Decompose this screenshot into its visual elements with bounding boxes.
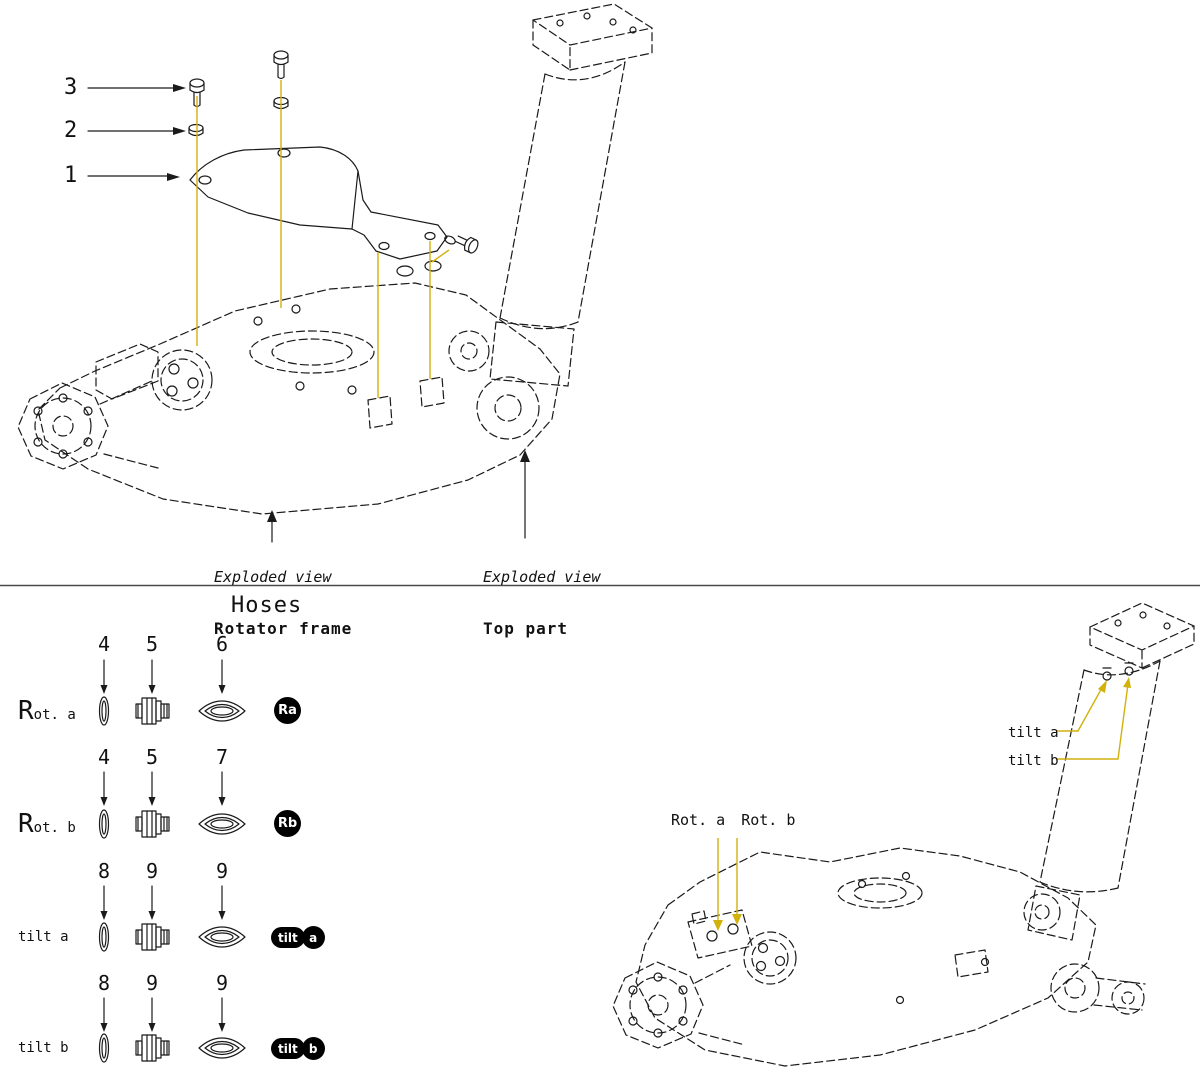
hoses-section-title: Hoses <box>231 593 303 618</box>
row-label-small: ot. b <box>33 820 76 836</box>
mount-plate-and-screws <box>188 50 479 260</box>
part-number: 9 <box>145 859 159 883</box>
part-number: 7 <box>215 745 229 769</box>
part-number: 5 <box>145 632 159 656</box>
part-number: 4 <box>97 745 111 769</box>
part-number: 5 <box>145 745 159 769</box>
part-number: 9 <box>215 971 229 995</box>
leader-lines-assembled <box>713 677 1131 931</box>
row-label-small: ot. a <box>33 707 76 723</box>
caption-rotator-frame-sub: Exploded view <box>214 568 332 586</box>
assembled-rotator-drawing <box>612 602 1195 1067</box>
caption-rotator-frame: Exploded view Rotator frame <box>214 538 352 669</box>
leader-lines-exploded <box>196 80 450 398</box>
hose-badge-ra: Ra <box>274 697 301 724</box>
port-label-tilt-b: tilt b <box>1008 753 1059 769</box>
part-number: 6 <box>215 632 229 656</box>
part-number: 9 <box>145 971 159 995</box>
port-label-rot-a: Rot. a <box>671 811 726 829</box>
hose-badge-tilt-a: tilt a <box>271 926 325 949</box>
callout-arrows <box>87 84 530 543</box>
callout-number-1: 1 <box>64 163 78 188</box>
part-number: 8 <box>97 971 111 995</box>
port-labels-rot: Rot. a Rot. b <box>671 813 795 828</box>
callout-number-2: 2 <box>64 118 78 143</box>
row-label-big: R <box>18 809 34 839</box>
hose-number-arrows <box>99 659 227 1033</box>
port-label-rot-b: Rot. b <box>741 811 796 829</box>
hose-row-label-tilt-b: tilt b <box>18 1040 69 1056</box>
hose-row-label-tilt-a: tilt a <box>18 929 69 945</box>
caption-top-part-sub: Exploded view <box>483 568 601 586</box>
part-number: 9 <box>215 859 229 883</box>
hose-badge-tilt-b: tilt b <box>271 1037 325 1060</box>
row-label-big: R <box>18 696 34 726</box>
callout-number-3: 3 <box>64 75 78 100</box>
part-number: 4 <box>97 632 111 656</box>
hose-badge-rb: Rb <box>274 810 301 837</box>
rotator-frame-exploded <box>17 260 561 515</box>
caption-top-part: Exploded view Top part <box>483 538 600 669</box>
caption-rotator-frame-title: Rotator frame <box>214 619 353 638</box>
part-number: 8 <box>97 859 111 883</box>
badge-letter: a <box>301 926 325 949</box>
caption-top-part-title: Top part <box>483 619 569 638</box>
top-part-cylinder-exploded <box>448 3 653 387</box>
badge-pill-text: tilt <box>271 927 305 948</box>
badge-pill-text: tilt <box>271 1038 305 1059</box>
badge-letter: b <box>301 1037 325 1060</box>
port-label-tilt-a: tilt a <box>1008 725 1059 741</box>
